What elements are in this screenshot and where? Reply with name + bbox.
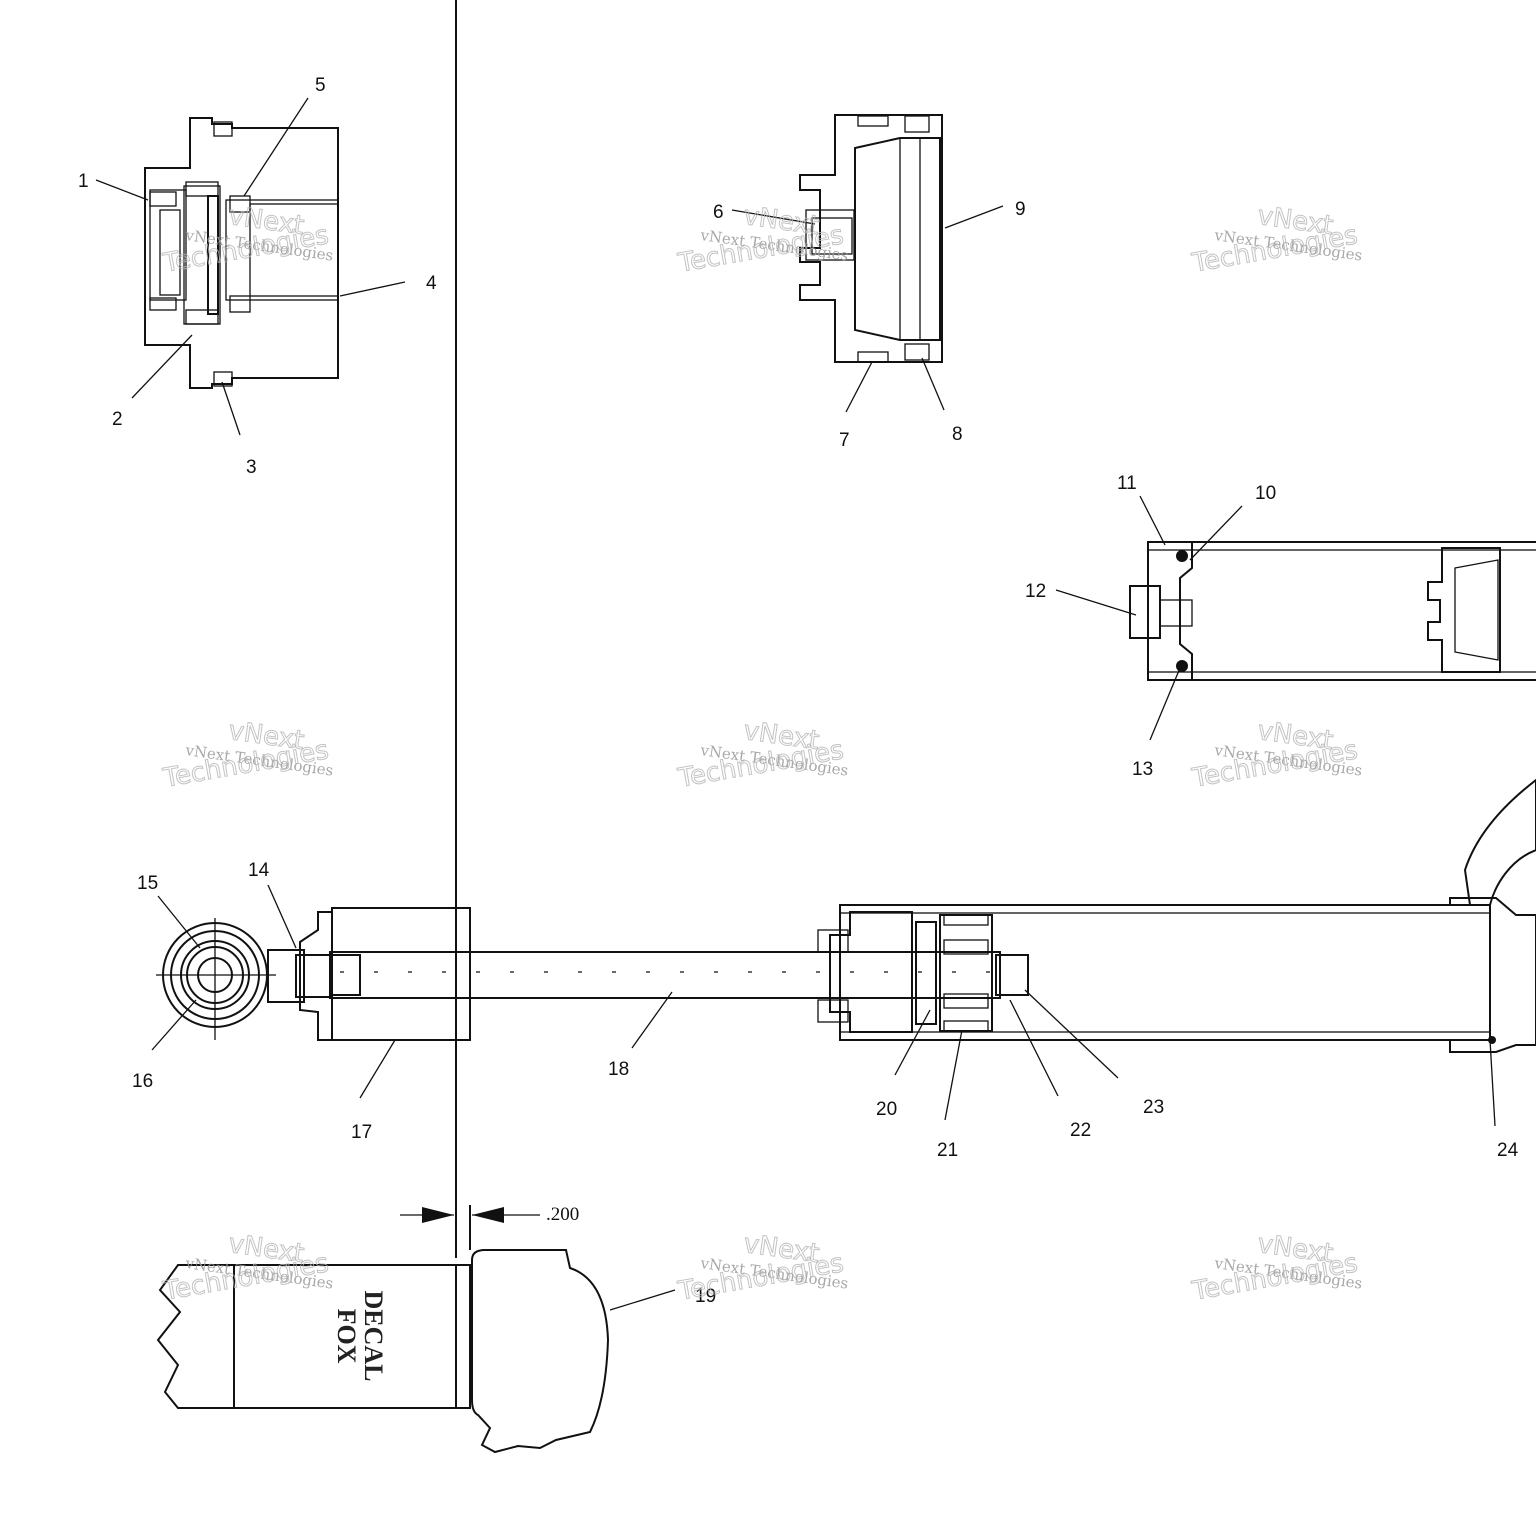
watermark: vNext Technologies vNext Technologies (675, 201, 850, 280)
callout-23: 23 (1143, 1097, 1164, 1118)
leader-lines (95, 97, 1496, 1311)
callout-2: 2 (112, 409, 123, 430)
decal-label-decal: DECAL (359, 1290, 388, 1381)
callout-8: 8 (952, 424, 963, 445)
watermark: vNext Technologies vNext Technologies (160, 716, 335, 795)
callout-22: 22 (1070, 1120, 1091, 1141)
callout-12: 12 (1025, 581, 1046, 602)
callout-17: 17 (351, 1122, 372, 1143)
callout-10: 10 (1255, 483, 1276, 504)
watermark: vNext Technologies vNext Technologies (675, 1229, 850, 1308)
dimension-label: .200 (546, 1204, 579, 1225)
decal-detail: FOX DECAL .200 (156, 0, 610, 1454)
piston-assembly (799, 114, 943, 363)
callout-20: 20 (876, 1099, 897, 1120)
callout-3: 3 (246, 457, 257, 478)
bearing-cap-assembly (144, 117, 339, 389)
callout-5: 5 (315, 75, 326, 96)
watermark: vNext Technologies vNext Technologies (675, 716, 850, 795)
callout-18: 18 (608, 1059, 629, 1080)
callout-15: 15 (137, 873, 158, 894)
watermark: vNext Technologies vNext Technologies (1189, 201, 1364, 280)
callout-16: 16 (132, 1071, 153, 1092)
callout-11: 11 (1117, 473, 1137, 494)
callout-9: 9 (1015, 199, 1026, 220)
watermark: vNext Technologies vNext Technologies (1189, 1229, 1364, 1308)
callout-19: 19 (695, 1286, 716, 1307)
callout-14: 14 (248, 860, 270, 881)
callout-6: 6 (713, 202, 724, 223)
callout-7: 7 (839, 430, 850, 451)
callout-24: 24 (1497, 1140, 1519, 1161)
callout-21: 21 (937, 1140, 958, 1161)
callout-1: 1 (78, 171, 89, 192)
reservoir-assembly (1129, 541, 1536, 681)
callout-13: 13 (1132, 759, 1153, 780)
watermark: vNext Technologies vNext Technologies (1189, 716, 1364, 795)
callouts: 1 2 3 4 5 6 7 8 9 10 11 12 13 14 15 16 1… (78, 75, 1519, 1307)
shock-body-assembly (156, 778, 1536, 1053)
decal-label-fox: FOX (332, 1309, 361, 1364)
watermark: vNext Technologies vNext Technologies (160, 1229, 335, 1308)
callout-4: 4 (426, 273, 437, 294)
